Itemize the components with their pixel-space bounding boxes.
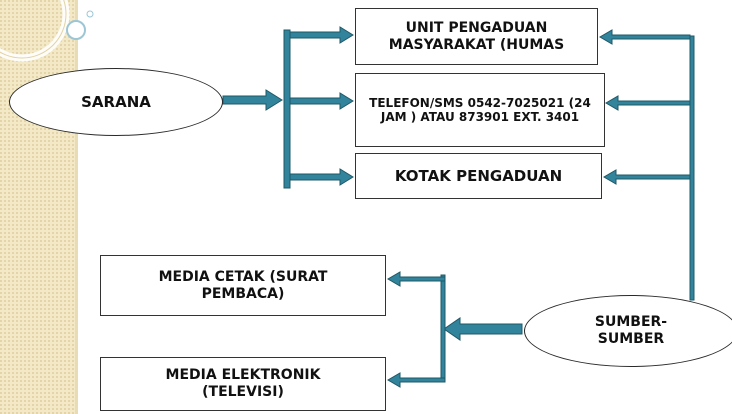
arrow-hub-to-media-cetak bbox=[387, 271, 446, 287]
unit-pengaduan-box: UNIT PENGADUAN MASYARAKAT (HUMAS bbox=[355, 8, 598, 65]
unit-pengaduan-label: UNIT PENGADUAN MASYARAKAT (HUMAS bbox=[388, 19, 565, 53]
arrow-sumber-to-hub bbox=[443, 317, 523, 341]
arrow-hub-to-telefon bbox=[289, 92, 354, 110]
telefon-label: TELEFON/SMS 0542-7025021 (24 JAM ) ATAU … bbox=[369, 95, 591, 124]
sumber-hub-bar bbox=[440, 274, 446, 382]
sarana-label: SARANA bbox=[81, 92, 151, 111]
sarana-hub-bar bbox=[283, 29, 291, 189]
decorative-strip-edge bbox=[75, 0, 78, 414]
arrow-hub-to-unit bbox=[289, 26, 354, 44]
decorative-left-strip bbox=[0, 0, 75, 414]
arrow-return-to-unit bbox=[599, 29, 691, 45]
arrow-sarana-to-hub bbox=[222, 89, 283, 111]
sarana-node: SARANA bbox=[9, 68, 223, 136]
arrow-hub-to-media-elektronik bbox=[387, 372, 446, 388]
sumber-sumber-node: SUMBER-SUMBER bbox=[524, 295, 732, 367]
media-cetak-box: MEDIA CETAK (SURAT PEMBACA) bbox=[100, 255, 386, 316]
media-elektronik-label: MEDIA ELEKTRONIK (TELEVISI) bbox=[165, 367, 321, 400]
kotak-pengaduan-label: KOTAK PENGADUAN bbox=[394, 167, 563, 185]
sumber-sumber-label: SUMBER-SUMBER bbox=[594, 313, 668, 348]
right-return-bar bbox=[689, 35, 695, 301]
media-elektronik-box: MEDIA ELEKTRONIK (TELEVISI) bbox=[100, 357, 386, 411]
arrow-hub-to-kotak bbox=[289, 168, 354, 186]
decorative-circles bbox=[0, 0, 94, 62]
arrow-return-to-kotak bbox=[603, 169, 691, 185]
media-cetak-label: MEDIA CETAK (SURAT PEMBACA) bbox=[158, 268, 328, 302]
arrow-return-to-telefon bbox=[605, 95, 691, 111]
telefon-box: TELEFON/SMS 0542-7025021 (24 JAM ) ATAU … bbox=[355, 73, 605, 147]
kotak-pengaduan-box: KOTAK PENGADUAN bbox=[355, 153, 602, 199]
